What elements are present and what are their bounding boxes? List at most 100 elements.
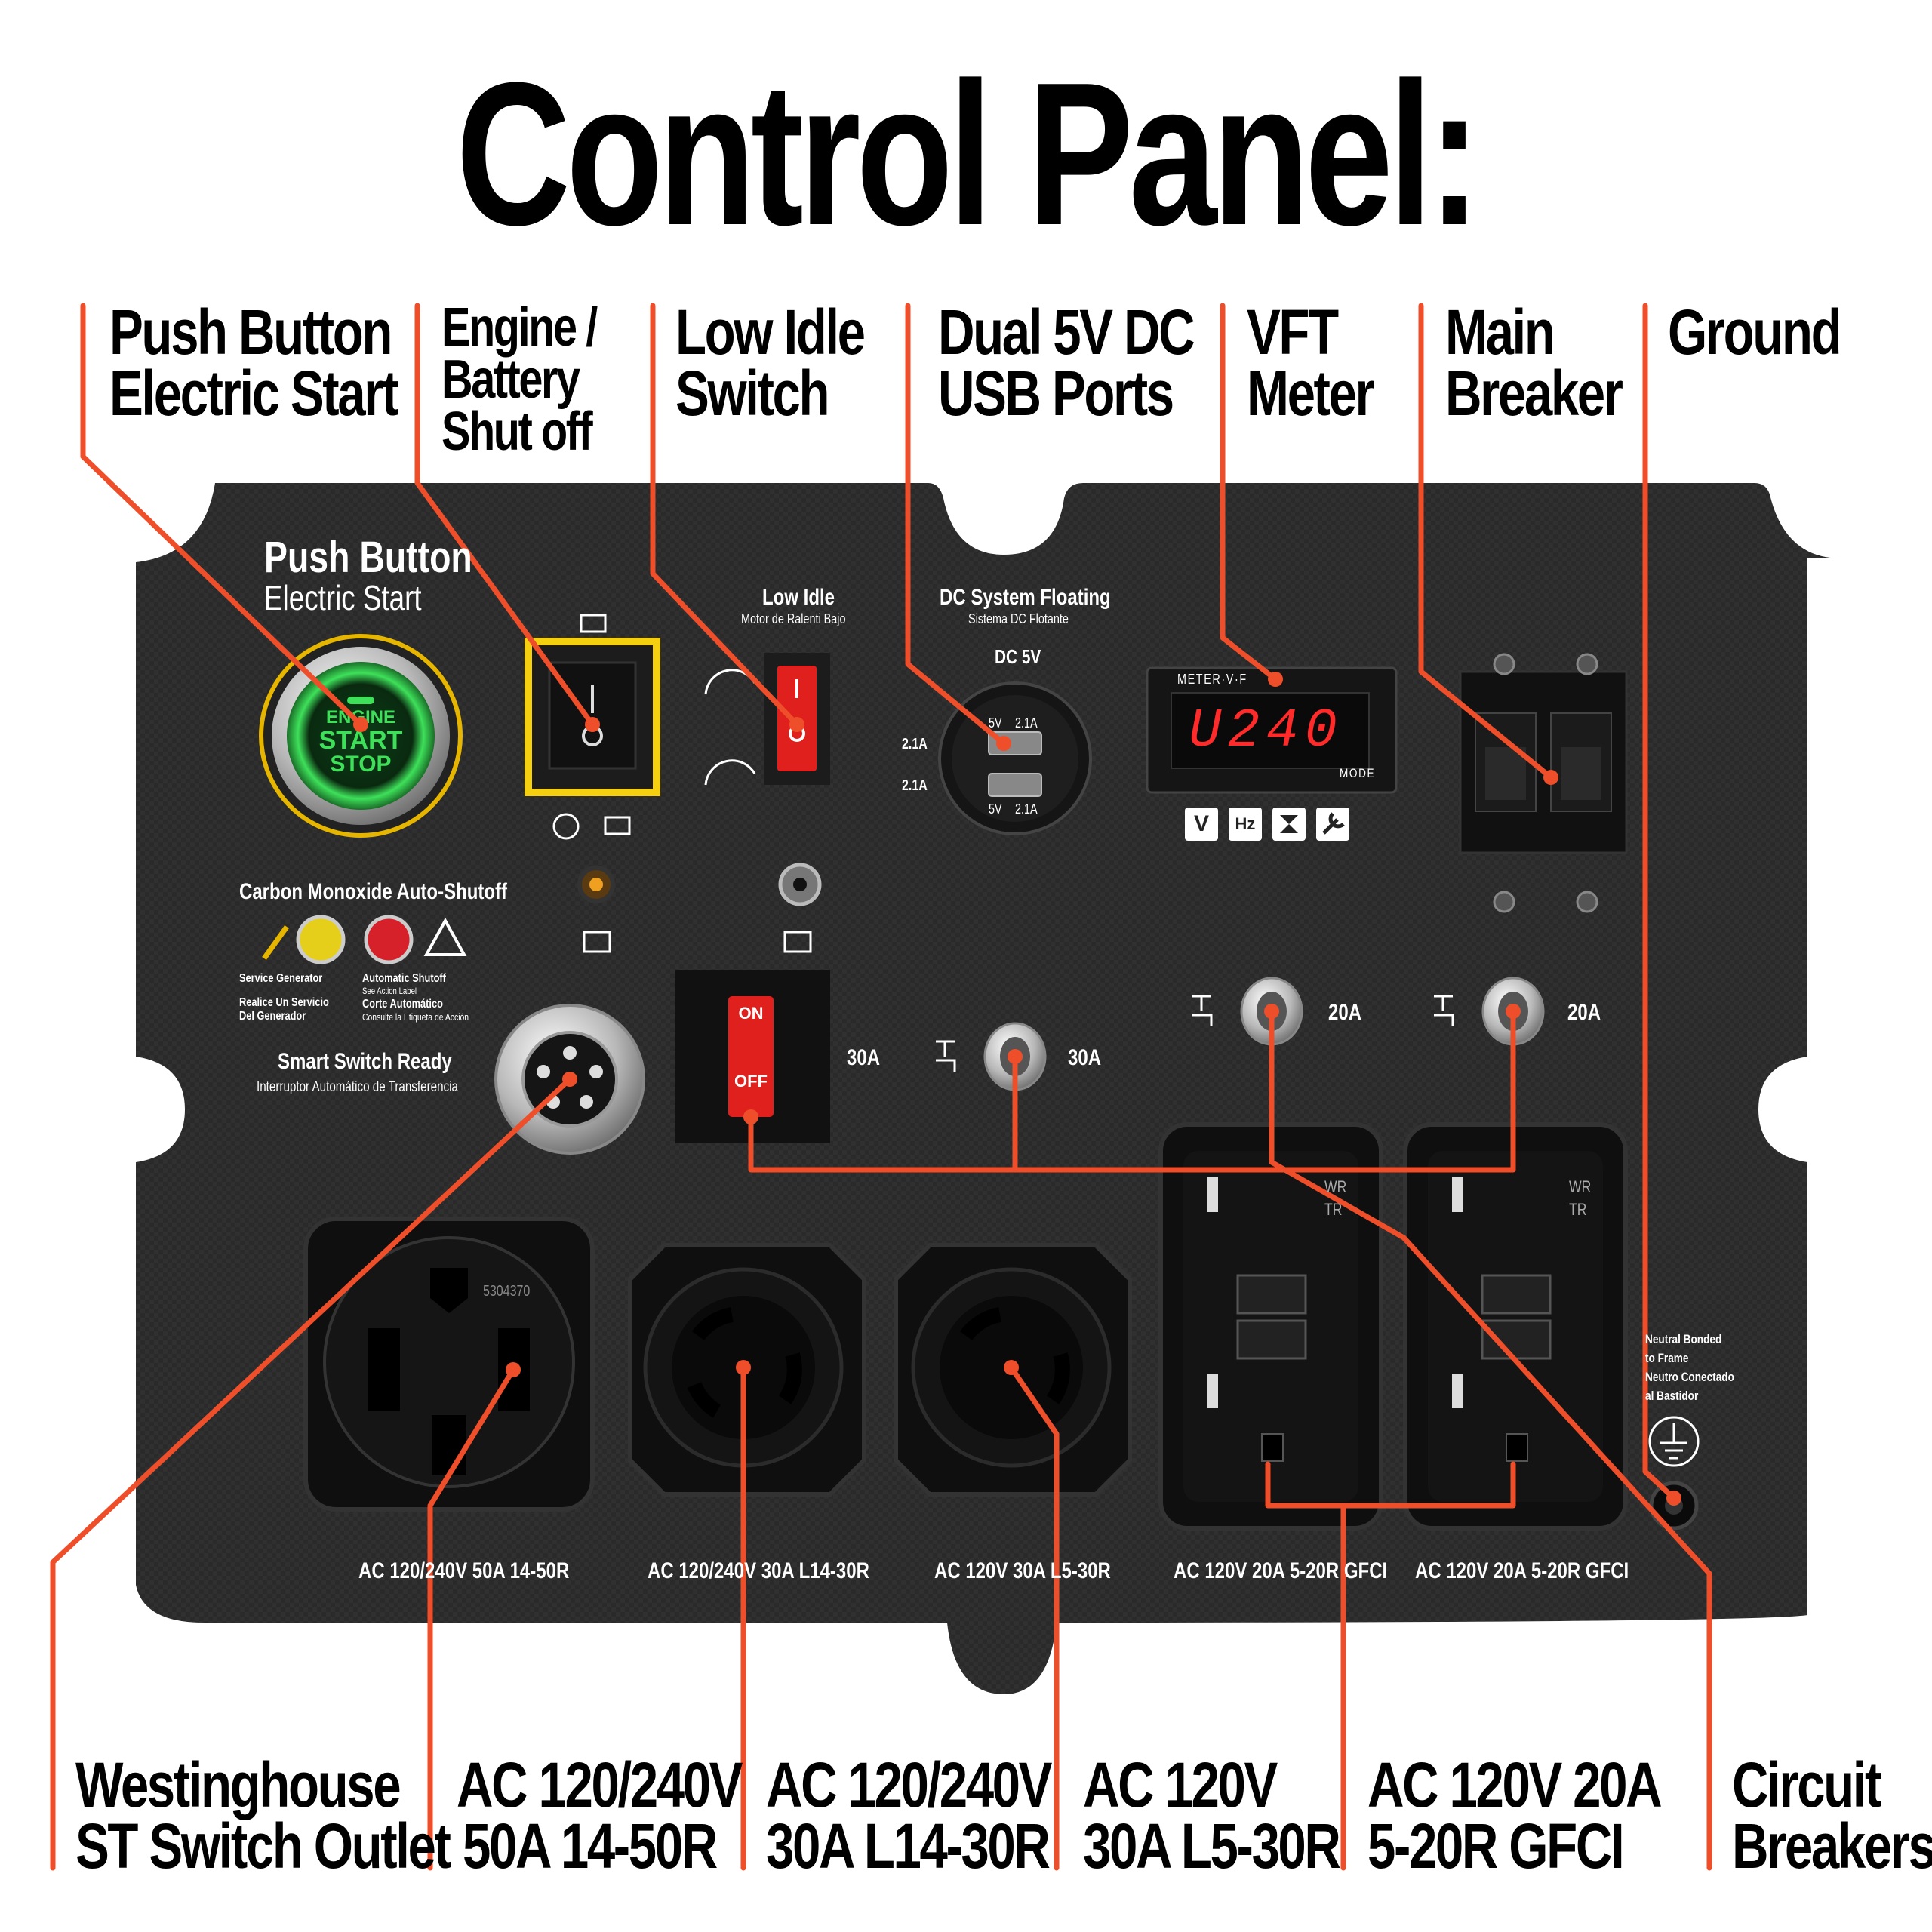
rocker-on-label: ON xyxy=(738,1004,764,1023)
low-idle-es-label: Motor de Ralenti Bajo xyxy=(741,611,846,626)
callout-dot xyxy=(1004,1360,1019,1375)
dc-5v-label: DC 5V xyxy=(995,645,1041,668)
outlet-label-50a: AC 120/240V 50A 14-50R xyxy=(358,1558,570,1583)
main-breaker[interactable] xyxy=(1459,670,1628,854)
callout-dot xyxy=(1543,770,1558,785)
auto-shutoff-label: Automatic Shutoff xyxy=(362,972,446,985)
neutral-label-2: to Frame xyxy=(1645,1351,1689,1365)
push-button-sub: Electric Start xyxy=(264,578,422,617)
callout-dot xyxy=(743,1109,758,1124)
meter-reading: U240 xyxy=(1189,700,1343,762)
usb-top-voltage: 5V xyxy=(989,715,1002,731)
engine-off-icon xyxy=(552,813,631,840)
usb-bottom-voltage: 5V xyxy=(989,801,1002,817)
outlet-l14-30r[interactable] xyxy=(628,1243,866,1497)
callout-dot xyxy=(1268,672,1283,687)
breaker-20a-push-1[interactable] xyxy=(1240,977,1303,1046)
meter-mode-label: MODE xyxy=(1340,766,1376,780)
breaker-symbol-icon xyxy=(936,995,1454,1072)
wrench-icon[interactable] xyxy=(1316,808,1349,841)
outlet-l5-30r[interactable] xyxy=(894,1243,1132,1497)
usb-side-amps-bottom: 2.1A xyxy=(902,777,928,794)
gfci-2-wr: WR xyxy=(1569,1177,1592,1196)
outlet-gfci-1[interactable] xyxy=(1158,1122,1383,1531)
auto-shutoff-indicator-light xyxy=(364,915,414,964)
callout-dot xyxy=(996,736,1011,751)
start-button-bot-label: STOP xyxy=(330,752,391,777)
breaker-30a-push[interactable] xyxy=(983,1022,1047,1091)
battery-status-lamp-glow xyxy=(589,878,603,891)
rocker-30a-label: 30A xyxy=(847,1045,881,1070)
co-shutoff-label: Carbon Monoxide Auto-Shutoff xyxy=(239,879,508,904)
start-button[interactable] xyxy=(259,634,463,838)
callout-dot xyxy=(736,1360,751,1375)
outlet-label-l14: AC 120/240V 30A L14-30R xyxy=(648,1558,869,1583)
meter-brand-label: METER·V·F xyxy=(1177,672,1247,687)
ground-symbol-icon xyxy=(1648,1416,1700,1467)
auto-shutoff-es-1: Corte Automático xyxy=(362,998,443,1011)
dc-floating-es-label: Sistema DC Flotante xyxy=(968,611,1069,626)
start-button-mid-label: START xyxy=(319,726,403,755)
gfci-1-tr: TR xyxy=(1324,1200,1343,1219)
usb-side-amps-top: 2.1A xyxy=(902,736,928,752)
outlet-label-gfci-2: AC 120V 20A 5-20R GFCI xyxy=(1415,1558,1629,1583)
callout-dot xyxy=(585,717,600,732)
dc-charge-jack-hole xyxy=(793,878,807,891)
neutral-label-4: al Bastidor xyxy=(1645,1389,1699,1403)
outlet-14-50r[interactable] xyxy=(303,1217,595,1512)
neutral-label-1: Neutral Bonded xyxy=(1645,1332,1722,1346)
engine-battery-switch[interactable] xyxy=(525,638,660,796)
callout-dot xyxy=(789,717,804,732)
smart-switch-label: Smart Switch Ready xyxy=(278,1049,452,1074)
page-title: Control Panel: xyxy=(456,41,1481,268)
usb-top-amps: 2.1A xyxy=(1015,715,1038,731)
callout-dot xyxy=(1506,1004,1521,1019)
main-30a-rocker[interactable] xyxy=(675,970,830,1143)
screw xyxy=(1576,653,1598,675)
st-switch-connector[interactable] xyxy=(494,1004,645,1155)
auto-shutoff-sub: See Action Label xyxy=(362,986,417,996)
outlet-50-part-number: 5304370 xyxy=(483,1283,531,1300)
meter-btn-hz-label: Hz xyxy=(1235,814,1256,833)
smart-switch-es-label: Interruptor Automático de Transferencia xyxy=(257,1079,458,1095)
callout-dot xyxy=(353,717,368,732)
usb-port-bottom[interactable] xyxy=(988,773,1042,797)
outlet-gfci-2[interactable] xyxy=(1403,1122,1628,1531)
usb-port-top[interactable] xyxy=(988,731,1042,755)
start-button-top-label: ENGINE xyxy=(326,707,395,728)
meter-btn-v-label: V xyxy=(1193,811,1209,836)
callout-dot xyxy=(506,1362,521,1377)
usb-bottom-amps: 2.1A xyxy=(1015,801,1038,817)
service-indicator-light xyxy=(296,915,346,964)
tachometer-low-icon xyxy=(704,759,756,786)
gfci-1-wr: WR xyxy=(1324,1177,1347,1196)
service-generator-es-1: Realice Un Servicio xyxy=(239,996,329,1009)
screw xyxy=(1493,891,1515,913)
breaker-30a-label: 30A xyxy=(1068,1045,1102,1070)
neutral-label-3: Neutro Conectado xyxy=(1645,1370,1734,1384)
dc-floating-label: DC System Floating xyxy=(940,585,1111,610)
rocker-off-label: OFF xyxy=(734,1072,768,1091)
breaker-20a-push-2[interactable] xyxy=(1481,977,1545,1046)
tachometer-high-icon xyxy=(704,669,756,695)
gfci-2-tr: TR xyxy=(1569,1200,1587,1219)
screw xyxy=(1493,653,1515,675)
ground-terminal[interactable] xyxy=(1649,1481,1699,1531)
service-generator-es-2: Del Generador xyxy=(239,1010,306,1023)
dc-charge-jack[interactable] xyxy=(778,863,822,906)
hourglass-icon[interactable] xyxy=(1272,808,1306,841)
low-idle-label: Low Idle xyxy=(762,585,835,610)
callout-dot xyxy=(1264,1004,1279,1019)
breaker-20a-label-2: 20A xyxy=(1567,1000,1601,1025)
low-idle-switch[interactable] xyxy=(764,653,830,785)
